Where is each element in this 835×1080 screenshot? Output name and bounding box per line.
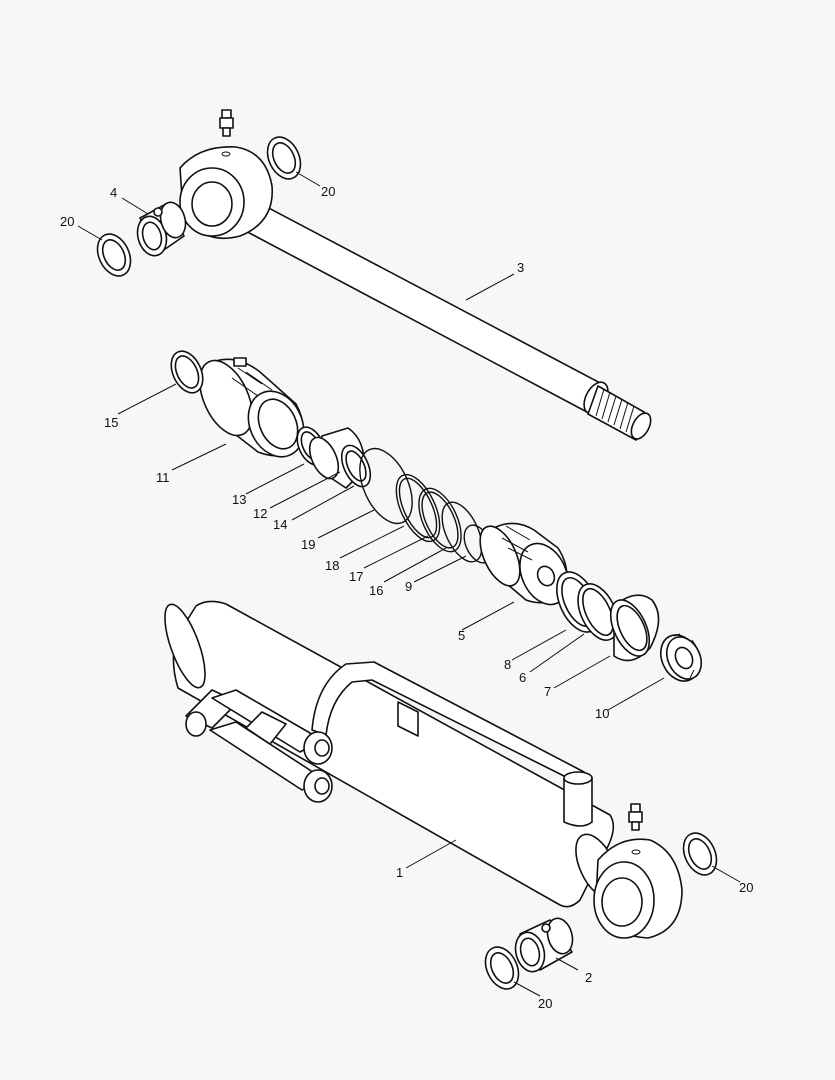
callout-16: 16 — [369, 583, 383, 598]
seal-ring-bottom-right — [682, 832, 718, 876]
callout-20-top-right: 20 — [321, 184, 335, 199]
callout-11: 11 — [156, 470, 170, 485]
seal-ring-bottom-left — [484, 946, 520, 990]
callout-13: 13 — [232, 492, 246, 507]
callout-20-top-left: 20 — [60, 214, 74, 229]
grease-fitting-top — [219, 109, 234, 137]
o-ring-17 — [418, 487, 462, 553]
callout-19: 19 — [301, 537, 315, 552]
callout-20-bottom-left: 20 — [538, 996, 552, 1011]
castle-nut — [659, 633, 703, 682]
callout-7: 7 — [544, 684, 551, 699]
callout-10: 10 — [595, 706, 609, 721]
callout-14: 14 — [273, 517, 287, 532]
callout-4: 4 — [110, 185, 117, 200]
callout-6: 6 — [519, 670, 526, 685]
callout-12: 12 — [253, 506, 267, 521]
callout-17: 17 — [349, 569, 363, 584]
seal-ring-top-right — [266, 136, 302, 180]
rod-eye-bushing — [136, 201, 187, 257]
callout-2: 2 — [585, 970, 592, 985]
callout-18: 18 — [325, 558, 339, 573]
cylinder-head-gland — [199, 357, 305, 458]
piston-ring-6 — [577, 583, 619, 641]
callout-5: 5 — [458, 628, 465, 643]
piston-seal — [609, 594, 660, 662]
base-eye-bushing — [514, 917, 574, 973]
callout-labels: 1 2 3 4 5 6 7 8 9 10 11 12 13 14 15 16 1… — [60, 184, 753, 1011]
backup-ring — [359, 447, 413, 525]
wiper-ring — [170, 350, 204, 394]
piston-rod — [179, 146, 652, 441]
seal-ring-top-left — [96, 233, 132, 277]
leader-lines — [77, 171, 741, 997]
cylinder-barrel — [164, 600, 683, 939]
callout-1: 1 — [396, 865, 403, 880]
o-ring-18 — [395, 473, 441, 543]
guide-sleeve — [308, 427, 372, 489]
callout-9: 9 — [405, 579, 412, 594]
grease-fitting-bottom — [628, 803, 643, 831]
callout-3: 3 — [517, 260, 524, 275]
callout-15: 15 — [104, 415, 118, 430]
callout-8: 8 — [504, 657, 511, 672]
callout-20-bottom-right: 20 — [739, 880, 753, 895]
